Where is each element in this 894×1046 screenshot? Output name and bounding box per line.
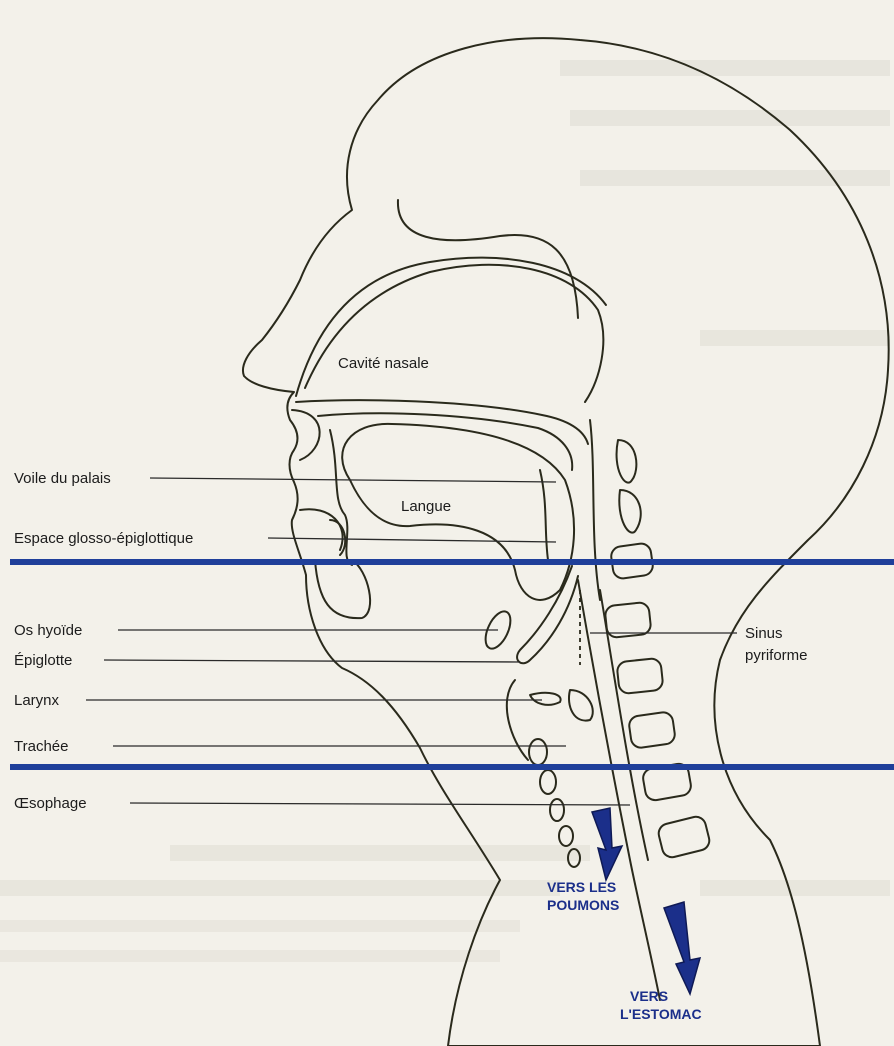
upper-blue-band (10, 559, 894, 565)
label-epiglotte: Épiglotte (14, 652, 72, 669)
label-oesophage: Œsophage (14, 795, 87, 812)
lower-blue-band (10, 764, 894, 770)
arrow-label-estomac-1: VERS (630, 988, 668, 1004)
label-trachee: Trachée (14, 738, 68, 755)
arrow-label-poumons-2: POUMONS (547, 897, 619, 913)
label-os-hyoide: Os hyoïde (14, 622, 82, 639)
label-espace-glosso-epiglottique: Espace glosso-épiglottique (14, 530, 193, 547)
label-voile-du-palais: Voile du palais (14, 470, 111, 487)
arrow-label-poumons-1: VERS LES (547, 879, 616, 895)
label-cavite-nasale: Cavité nasale (338, 355, 429, 372)
label-larynx: Larynx (14, 692, 60, 709)
arrow-label-estomac-2: L'ESTOMAC (620, 1006, 702, 1022)
label-langue: Langue (401, 498, 451, 515)
label-sinus: Sinus (745, 625, 783, 642)
label-pyriforme: pyriforme (745, 647, 808, 664)
